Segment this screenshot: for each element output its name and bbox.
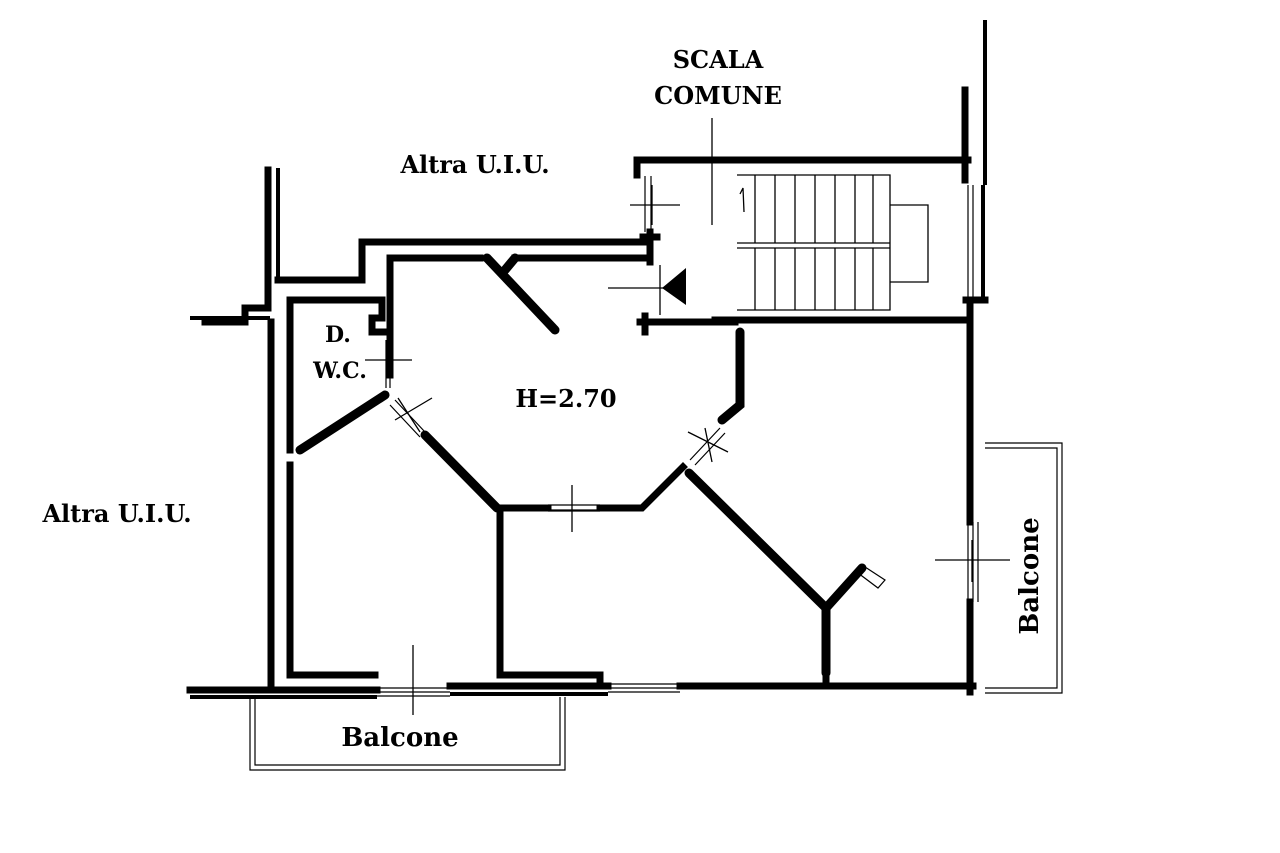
balconies: [249, 442, 1063, 771]
stair-label-line1: SCALA: [673, 45, 764, 74]
staircase: [711, 118, 929, 311]
balcony-right-label: Balcone: [1015, 517, 1045, 634]
balcony-bottom-label: Balcone: [341, 723, 458, 753]
wc-walls: [286, 296, 392, 679]
ceiling-height-label: H=2.70: [515, 384, 616, 413]
bathroom-label-line2: W.C.: [312, 358, 367, 384]
openings: [365, 176, 1010, 715]
bathroom-label-line1: D.: [325, 322, 351, 348]
interior-walls: [420, 253, 886, 690]
stair-marker-label: 1: [736, 196, 749, 217]
other-unit-left-label: Altra U.I.U.: [41, 499, 191, 528]
other-unit-top-label: Altra U.I.U.: [399, 150, 549, 179]
stair-label-line2: COMUNE: [654, 81, 782, 110]
outer-walls: [186, 20, 989, 699]
